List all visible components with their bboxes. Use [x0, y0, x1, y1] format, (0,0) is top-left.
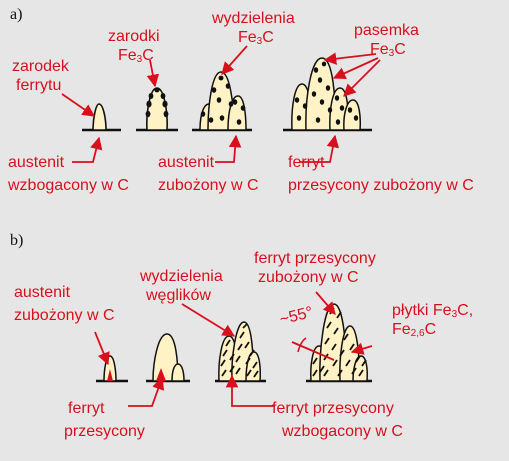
label-zarodki-fe3c: zarodki Fe3C	[108, 28, 160, 65]
stage-b3-carbides	[215, 321, 266, 383]
panel-a-label: a)	[10, 6, 23, 23]
label-ferryt-przesycony-wzbogacony: ferryt przesycony wzbogacony w C	[272, 400, 403, 440]
panel-a-leader-lines	[61, 45, 381, 163]
stage-a4-fe3c-strands	[283, 57, 372, 132]
label-austenit-wzbogacony: austenit wzbogacony w C	[8, 154, 129, 194]
label-austenit-zubozony: austenit zubożony w C	[158, 154, 259, 194]
stage-b1-lath	[96, 355, 128, 383]
label-plytki-carbides: płytki Fe3C, Fe2,6C	[392, 302, 474, 339]
label-wydzielenia-fe3c: wydzielenia Fe3C	[212, 10, 295, 47]
stage-a2-fe3c-nuclei	[136, 87, 178, 132]
label-ferryt-przesycony-zubozony: ferryt przesycony zubożony w C	[288, 154, 474, 194]
label-pasemka-fe3c: pasemka Fe3C	[354, 22, 419, 59]
label-ferryt-przesycony: ferryt przesycony	[64, 400, 145, 440]
stage-b2-laths	[146, 333, 190, 383]
panel-b-label: b)	[10, 232, 24, 249]
label-zarodek-ferrytu: zarodek ferrytu	[12, 58, 69, 94]
label-ferryt-przesycony-zubozony-b: ferryt przesycony zubożony w C	[254, 250, 376, 286]
stage-b4-carbide-plates	[306, 303, 372, 383]
stage-a3-fe3c-precipitates	[192, 71, 252, 132]
label-wydzielenia-weglikow: wydzielenia węglików	[140, 268, 223, 304]
label-b-austenit-zubozony: austenit zubożony w C	[14, 284, 115, 324]
stage-a1-ferrite-nucleus	[82, 103, 121, 132]
panel-b-leader-lines	[94, 291, 373, 407]
